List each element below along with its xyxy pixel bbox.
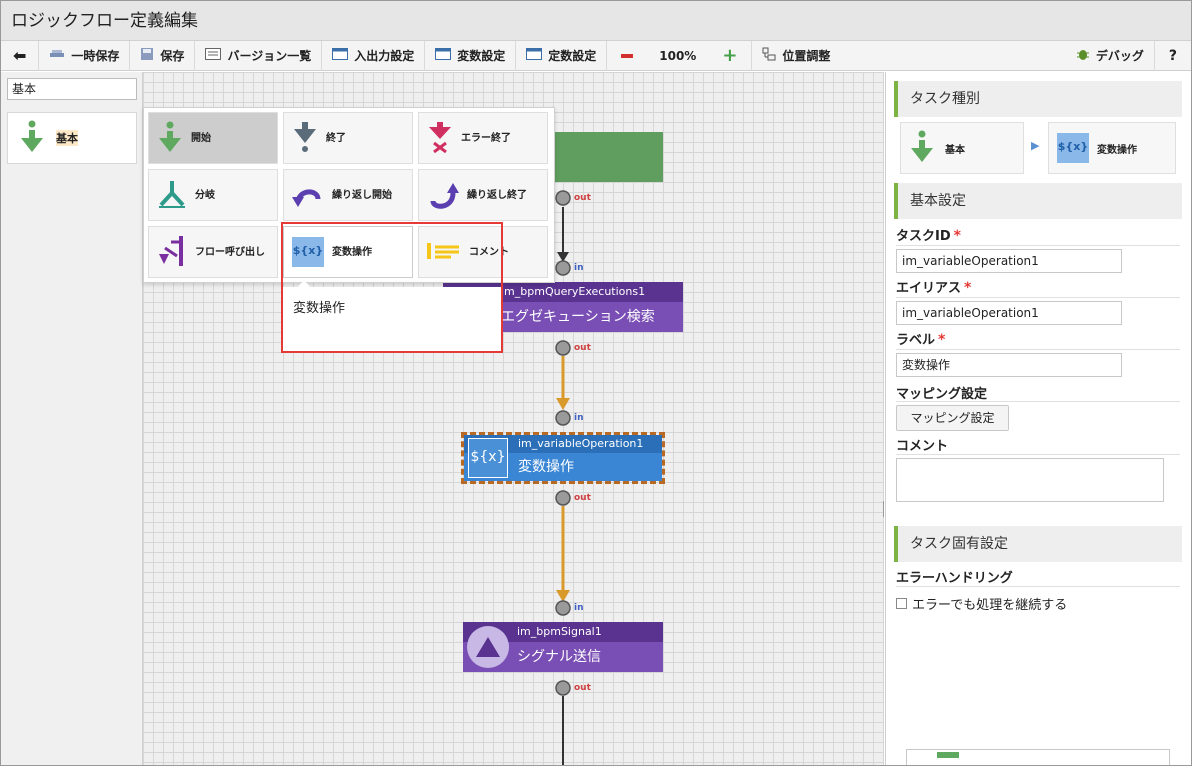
temp-save-button[interactable]: 一時保存 bbox=[39, 40, 131, 71]
alias-label: エイリアス* bbox=[896, 280, 972, 296]
align-button[interactable]: 位置調整 bbox=[752, 41, 840, 71]
divider bbox=[896, 401, 1180, 402]
required-mark: * bbox=[964, 280, 972, 296]
category-panel: 基本 基本 bbox=[1, 72, 143, 765]
palette-item-comment[interactable]: コメント bbox=[418, 226, 548, 278]
task-type-category: 基本 bbox=[900, 122, 1024, 174]
port-out-label: out bbox=[574, 683, 591, 693]
save-button[interactable]: 保存 bbox=[130, 40, 196, 71]
variable-operation-icon: ${x} bbox=[1057, 133, 1089, 163]
task-specific-header: タスク固有設定 bbox=[894, 526, 1182, 562]
divider bbox=[896, 454, 1180, 455]
variable-operation-icon: ${x} bbox=[292, 237, 324, 267]
category-select[interactable]: 基本 bbox=[7, 78, 137, 100]
palette-item-flow-call[interactable]: フロー呼び出し bbox=[148, 226, 278, 278]
window-title: ロジックフロー定義編集 bbox=[1, 1, 1191, 41]
toolbar: ⬅ 一時保存 保存 バージョン一覧 入出力設定 bbox=[1, 40, 1191, 71]
back-arrow-icon: ⬅ bbox=[13, 46, 27, 65]
help-button[interactable]: ? bbox=[1168, 47, 1177, 64]
mapping-settings-button[interactable]: マッピング設定 bbox=[896, 405, 1009, 431]
mapping-label: マッピング設定 bbox=[896, 387, 988, 402]
error-end-icon bbox=[427, 121, 453, 156]
alias-field[interactable]: im_variableOperation1 bbox=[896, 301, 1122, 325]
category-tile-basic[interactable]: 基本 bbox=[7, 112, 137, 164]
save-icon bbox=[140, 47, 154, 64]
branch-icon bbox=[157, 179, 187, 212]
comment-label: コメント bbox=[896, 439, 949, 454]
window-icon bbox=[435, 48, 452, 63]
divider bbox=[896, 349, 1180, 350]
arrow-down-icon bbox=[18, 120, 46, 157]
port-out-label: out bbox=[574, 493, 591, 503]
plus-icon: + bbox=[722, 45, 738, 66]
bug-icon bbox=[1076, 47, 1090, 64]
chevron-right-icon: ▶ bbox=[1031, 139, 1040, 152]
align-icon bbox=[762, 47, 776, 64]
zoom-level: 100% bbox=[659, 48, 697, 63]
minus-icon bbox=[621, 53, 634, 58]
palette-item-variable-operation[interactable]: ${x} 変数操作 bbox=[283, 226, 413, 278]
var-settings-button[interactable]: 変数設定 bbox=[425, 40, 517, 71]
versions-button[interactable]: バージョン一覧 bbox=[195, 40, 323, 71]
palette-item-end[interactable]: 終了 bbox=[283, 112, 413, 164]
debug-button[interactable]: デバッグ bbox=[1066, 40, 1155, 71]
list-icon bbox=[205, 48, 222, 63]
palette-item-start[interactable]: 開始 bbox=[148, 112, 278, 164]
error-handling-label: エラーハンドリング bbox=[896, 571, 1013, 586]
palette-item-error-end[interactable]: エラー終了 bbox=[418, 112, 548, 164]
node-signal[interactable]: im_bpmSignal1 シグナル送信 bbox=[463, 622, 663, 672]
start-icon bbox=[157, 121, 183, 156]
palette-item-loop-start[interactable]: 繰り返し開始 bbox=[283, 169, 413, 221]
palette-tooltip: 変数操作 bbox=[283, 287, 501, 351]
zoom-out-button[interactable] bbox=[607, 41, 647, 71]
signal-triangle-icon bbox=[467, 626, 509, 668]
loop-end-icon bbox=[427, 179, 459, 212]
label-label: ラベル* bbox=[896, 332, 946, 348]
label-field[interactable]: 変数操作 bbox=[896, 353, 1122, 377]
palette-item-loop-end[interactable]: 繰り返し終了 bbox=[418, 169, 548, 221]
node-variable-operation[interactable]: im_variableOperation1 変数操作 ${x} bbox=[461, 432, 665, 484]
port-out-label: out bbox=[574, 193, 591, 203]
temp-save-icon bbox=[49, 48, 65, 63]
divider bbox=[896, 245, 1180, 246]
comment-field[interactable] bbox=[896, 458, 1164, 502]
task-id-label: タスクID* bbox=[896, 228, 961, 244]
const-settings-button[interactable]: 定数設定 bbox=[516, 40, 608, 71]
flow-call-icon bbox=[157, 234, 187, 271]
port-in-label: in bbox=[574, 603, 584, 613]
loop-start-icon bbox=[292, 179, 324, 212]
node-palette-popup: 開始 終了 エラー終了 分岐 繰り返し開始 繰り返し終了 フロー呼び出し ${x… bbox=[143, 107, 555, 283]
palette-item-branch[interactable]: 分岐 bbox=[148, 169, 278, 221]
property-panel: タスク種別 基本 ▶ ${x} 変数操作 基本設定 タスクID* im_vari… bbox=[885, 72, 1191, 765]
end-icon bbox=[292, 121, 318, 156]
continue-on-error-checkbox[interactable]: エラーでも処理を継続する bbox=[896, 594, 1067, 613]
task-type-header: タスク種別 bbox=[894, 81, 1182, 117]
task-id-field[interactable]: im_variableOperation1 bbox=[896, 249, 1122, 273]
tooltip-arrow bbox=[297, 280, 311, 288]
arrow-down-icon bbox=[909, 130, 935, 167]
comment-icon bbox=[427, 241, 461, 264]
required-mark: * bbox=[953, 228, 961, 244]
divider bbox=[896, 586, 1180, 587]
back-button[interactable]: ⬅ bbox=[1, 40, 40, 71]
basic-settings-header: 基本設定 bbox=[894, 183, 1182, 219]
port-out-label: out bbox=[574, 343, 591, 353]
zoom-in-button[interactable]: + bbox=[708, 40, 753, 71]
io-settings-button[interactable]: 入出力設定 bbox=[322, 40, 426, 71]
port-in-label: in bbox=[574, 413, 584, 423]
checkbox-box[interactable] bbox=[896, 598, 907, 609]
port-in-label: in bbox=[574, 263, 584, 273]
task-type-name: ${x} 変数操作 bbox=[1048, 122, 1176, 174]
minimap-node bbox=[937, 752, 959, 758]
minimap[interactable] bbox=[906, 749, 1170, 765]
window-icon bbox=[526, 48, 543, 63]
variable-operation-icon: ${x} bbox=[468, 438, 508, 478]
divider bbox=[896, 297, 1180, 298]
required-mark: * bbox=[938, 332, 946, 348]
window-icon bbox=[332, 48, 349, 63]
